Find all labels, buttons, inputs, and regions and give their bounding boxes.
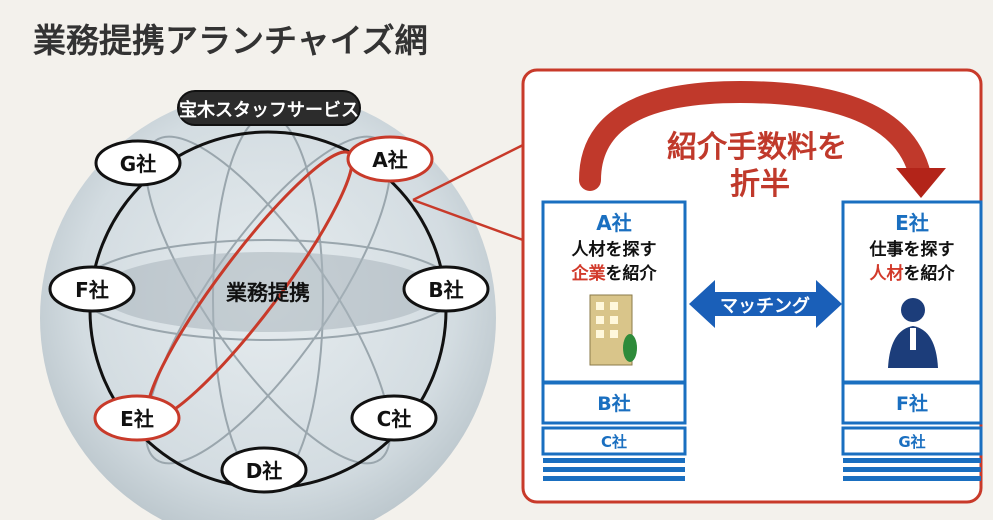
callout-connector — [412, 143, 524, 242]
node-g: G社 — [94, 139, 182, 187]
matching-label: マッチング — [720, 295, 810, 317]
hub-node — [177, 90, 361, 126]
diagram-title: 業務提携アランチャイズ網 — [33, 21, 428, 60]
right-row-stub-1 — [843, 458, 981, 463]
right-row-g-label: G社 — [898, 433, 925, 451]
fee-text-line1: 紹介手数料を — [667, 130, 847, 165]
node-e-label: E社 — [120, 407, 154, 431]
left-company-name: A社 — [596, 211, 631, 235]
left-row-c-label: C社 — [601, 433, 627, 451]
left-company-line2-rest: を紹介 — [606, 263, 658, 284]
node-f: F社 — [48, 265, 136, 313]
left-row-stub-3 — [543, 476, 685, 481]
fee-text-line2: 折半 — [730, 167, 790, 202]
left-row-b-label: B社 — [597, 392, 630, 415]
node-b: B社 — [402, 265, 490, 313]
left-row-stub-2 — [543, 467, 685, 472]
right-row-f — [841, 381, 983, 425]
left-row-b — [541, 381, 687, 425]
node-g-label: G社 — [120, 152, 156, 176]
node-c-label: C社 — [377, 407, 412, 431]
right-row-stub-3 — [843, 476, 981, 481]
left-company-highlight: 企業 — [571, 263, 606, 284]
node-b-label: B社 — [428, 278, 463, 302]
fee-arc-arrowhead — [896, 168, 946, 198]
node-a: A社 — [346, 135, 434, 183]
left-company-line1: 人材を探す — [572, 239, 657, 260]
right-company-line1: 仕事を探す — [869, 239, 955, 260]
node-d: D社 — [220, 446, 308, 494]
right-company-name: E社 — [895, 211, 929, 235]
node-d-label: D社 — [246, 459, 283, 483]
node-e: E社 — [93, 394, 181, 442]
matching-arrow: マッチング — [689, 280, 842, 328]
left-company-stack: A社 人材を探す 企業を紹介 B社 C社 — [541, 200, 687, 481]
node-c: C社 — [350, 394, 438, 442]
office-building-icon — [589, 294, 637, 366]
right-company-line2-rest: を紹介 — [904, 263, 956, 284]
right-company-stack: E社 仕事を探す 人材を紹介 F社 G社 — [841, 200, 983, 481]
center-label: 業務提携 — [226, 281, 310, 305]
fee-arc-arrow — [579, 80, 931, 191]
left-company-line2: 企業を紹介 — [571, 263, 658, 284]
businessman-icon — [888, 298, 938, 368]
center-ring-fill — [98, 252, 438, 332]
right-row-stub-2 — [843, 467, 981, 472]
node-f-label: F社 — [75, 278, 109, 302]
node-a-label: A社 — [372, 148, 407, 172]
right-row-g — [841, 426, 983, 456]
left-row-stub-1 — [543, 458, 685, 463]
right-row-f-label: F社 — [896, 392, 928, 415]
hub-label: 宝木スタッフサービス — [179, 99, 359, 121]
left-row-c — [541, 426, 687, 456]
right-company-highlight: 人材 — [870, 263, 904, 284]
right-company-line2: 人材を紹介 — [870, 263, 956, 284]
